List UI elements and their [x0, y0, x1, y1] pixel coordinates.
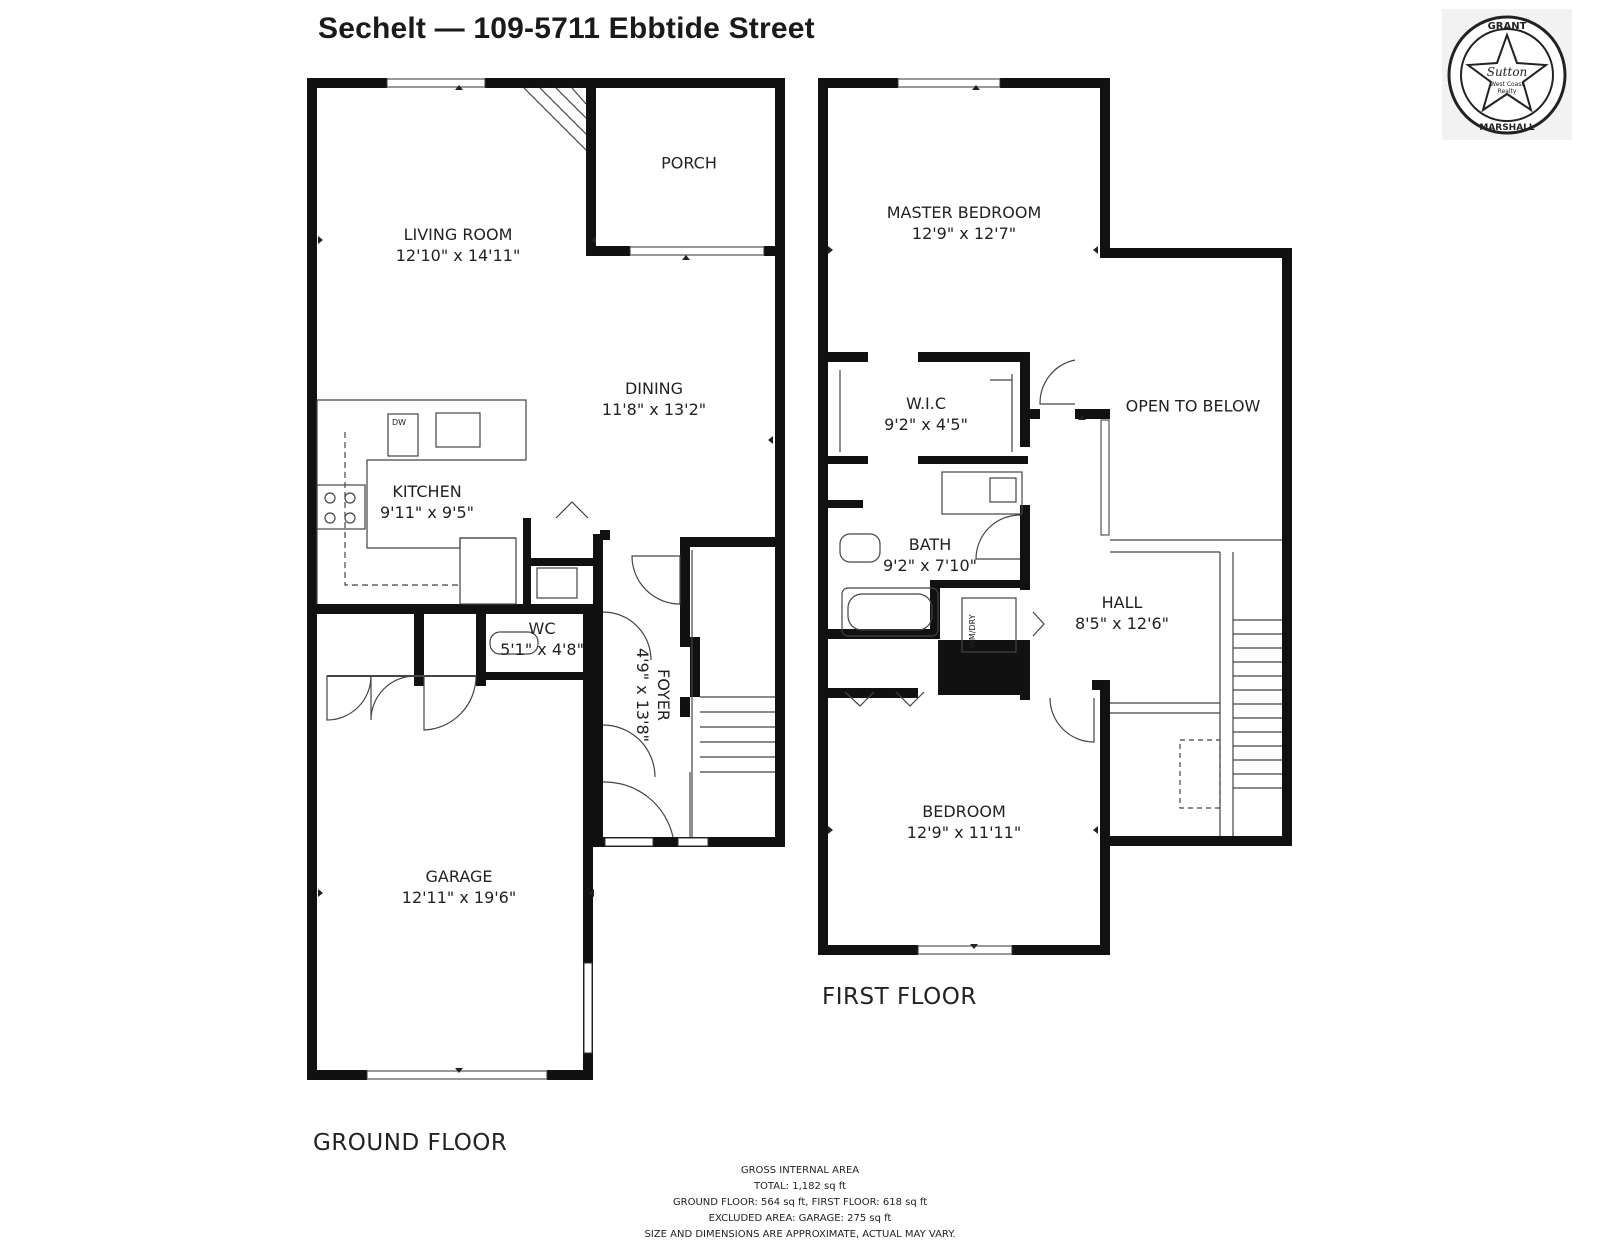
room-porch: PORCH — [661, 153, 717, 174]
room-dimensions: 9'2" x 7'10" — [882, 556, 978, 575]
room-name: BEDROOM — [922, 802, 1006, 821]
area-total: TOTAL: 1,182 sq ft — [753, 1181, 847, 1192]
room-name: GARAGE — [425, 867, 493, 886]
room-name: MASTER BEDROOM — [886, 203, 1042, 222]
room-dimensions: 12'9" x 11'11" — [906, 823, 1022, 842]
logo-top-text: GRANT — [1488, 21, 1527, 32]
room-name: KITCHEN — [392, 482, 462, 501]
room-wc: WC 5'1" x 4'8" — [500, 618, 584, 660]
room-hall: HALL 8'5" x 12'6" — [1075, 592, 1169, 634]
brand-logo: GRANT Sutton West Coast Realty MARSHALL — [1442, 9, 1572, 140]
area-excluded: EXCLUDED AREA: GARAGE: 275 sq ft — [708, 1213, 892, 1224]
room-dimensions: 9'2" x 4'5" — [884, 415, 968, 434]
washer-dryer-label: WM/DRY — [968, 614, 977, 648]
room-dining: DINING 11'8" x 13'2" — [602, 378, 706, 420]
dishwasher-label: DW — [392, 418, 407, 427]
room-master-bedroom: MASTER BEDROOM 12'9" x 12'7" — [887, 202, 1042, 244]
room-living-room: LIVING ROOM 12'10" x 14'11" — [396, 224, 521, 266]
room-name: BATH — [908, 535, 952, 554]
room-wic: W.I.C 9'2" x 4'5" — [884, 393, 968, 435]
room-kitchen: KITCHEN 9'11" x 9'5" — [380, 481, 474, 523]
room-dimensions: 8'5" x 12'6" — [1074, 614, 1170, 633]
room-name: PORCH — [661, 153, 717, 173]
logo-sub2-text: Realty — [1498, 88, 1517, 95]
room-dimensions: 12'10" x 14'11" — [395, 246, 521, 265]
room-bedroom: BEDROOM 12'9" x 11'11" — [907, 801, 1021, 843]
room-name: WC — [528, 619, 556, 638]
area-floors: GROUND FLOOR: 564 sq ft, FIRST FLOOR: 61… — [672, 1197, 928, 1208]
area-heading: GROSS INTERNAL AREA — [740, 1165, 860, 1176]
room-dimensions: 12'11" x 19'6" — [401, 888, 517, 907]
room-name: HALL — [1101, 593, 1143, 612]
room-name: W.I.C — [905, 394, 947, 413]
first-floor-label: FIRST FLOOR — [822, 984, 977, 1010]
sheriff-star-icon: GRANT Sutton West Coast Realty MARSHALL — [1447, 15, 1567, 135]
room-name: FOYER — [654, 669, 673, 721]
room-dimensions: 9'11" x 9'5" — [379, 503, 475, 522]
room-bath: BATH 9'2" x 7'10" — [883, 534, 977, 576]
area-summary: GROSS INTERNAL AREA TOTAL: 1,182 sq ft G… — [0, 1163, 1600, 1243]
logo-brand-text: Sutton — [1487, 65, 1528, 79]
room-foyer: FOYER 4'9" x 13'8" — [632, 648, 674, 742]
room-dimensions: 11'8" x 13'2" — [601, 400, 707, 419]
area-disclaimer: SIZE AND DIMENSIONS ARE APPROXIMATE, ACT… — [644, 1229, 956, 1240]
room-name: LIVING ROOM — [403, 225, 513, 244]
room-name: OPEN TO BELOW — [1125, 396, 1261, 416]
logo-sub1-text: West Coast — [1490, 81, 1524, 88]
ground-floor-label: GROUND FLOOR — [313, 1130, 508, 1156]
room-dimensions: 12'9" x 12'7" — [911, 224, 1017, 243]
room-open-to-below: OPEN TO BELOW — [1126, 396, 1261, 417]
page-title: Sechelt — 109-5711 Ebbtide Street — [318, 12, 815, 45]
room-dimensions: 4'9" x 13'8" — [633, 647, 652, 743]
room-name: DINING — [624, 379, 684, 398]
room-garage: GARAGE 12'11" x 19'6" — [402, 866, 516, 908]
logo-bottom-text: MARSHALL — [1479, 123, 1535, 133]
room-dimensions: 5'1" x 4'8" — [500, 640, 584, 659]
